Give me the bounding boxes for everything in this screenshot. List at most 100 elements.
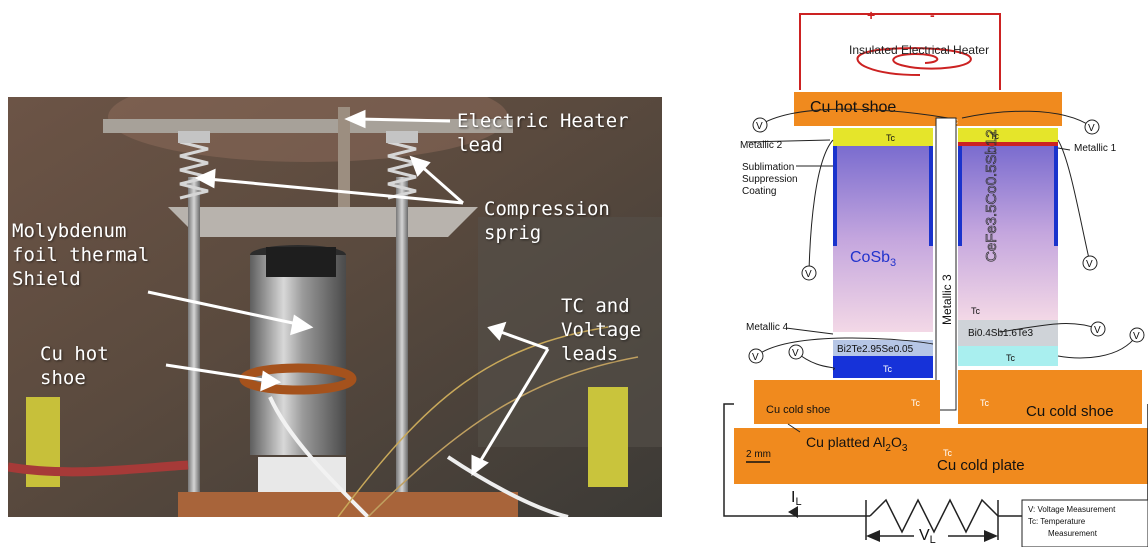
cosb3-leg (833, 146, 933, 332)
arrow-shield-head (290, 314, 314, 336)
copper-ring (239, 363, 357, 395)
metallic-1-strip (958, 142, 1058, 146)
voltage-probe-label: V (1088, 123, 1095, 134)
bite-leg (833, 340, 933, 356)
metallic-1-tc: Tc (990, 131, 1000, 141)
thin-wire-1 (337, 326, 609, 517)
voltage-probe-icon (1084, 119, 1100, 135)
bite-label: Bi2Te2.95Se0.05 (837, 344, 914, 355)
arrow-leads-2 (476, 348, 550, 466)
metallic-4-pad (833, 356, 933, 378)
arrow-spring-left-head (194, 168, 216, 189)
heater-coil (856, 47, 972, 76)
thermal-shield (250, 255, 346, 455)
wire-v-left-mid (808, 139, 834, 274)
voltage-probes: V V V V V V V V (748, 117, 1145, 364)
metallic-2-label: Metallic 2 (740, 140, 783, 151)
white-wire-2 (446, 455, 569, 517)
metallic-1-pad (958, 128, 1058, 142)
il-label: IL (791, 489, 802, 508)
coating-left-a (833, 146, 837, 246)
heater-minus: - (930, 7, 935, 23)
cefe-label: CeFe3.5Co0.5Sb12 (983, 129, 1000, 262)
cold-plate-tc: Tc (943, 448, 953, 458)
bisbte-tc: Tc (971, 306, 981, 316)
metallic-4-tc: Tc (883, 364, 893, 374)
voltage-probe-icon (801, 265, 817, 281)
metallic-2-tc: Tc (886, 133, 896, 143)
metallic-4-label: Metallic 4 (746, 322, 789, 333)
cold-shoe-right (958, 370, 1142, 424)
heater-label: Insulated Electrical Heater (849, 43, 989, 57)
arrow-leads-1 (497, 329, 549, 351)
coating-left-b (929, 146, 933, 246)
label-compression-spring: Compression sprig (484, 198, 610, 244)
label-electric-heater-lead: Electric Heater lead (457, 110, 629, 156)
sublimation-label-1: Sublimation (742, 162, 794, 173)
voltage-probe-icon (788, 344, 804, 360)
background-blur (478, 217, 662, 447)
voltage-probe-label: V (1133, 331, 1140, 342)
red-wire (8, 460, 189, 477)
arrow-shoe (165, 363, 271, 383)
wire-v-tr (961, 110, 1093, 128)
label-cu-hot-shoe: Cu hot shoe (40, 343, 109, 389)
arrow-shoe-head (260, 370, 282, 392)
photo-arrows (147, 109, 550, 477)
arrow-heater-head (344, 109, 366, 129)
support-plate (168, 207, 478, 237)
cold-shoe-left-tc: Tc (911, 398, 921, 408)
voltage-probe-label: V (792, 348, 799, 359)
cold-pad-right (958, 346, 1058, 366)
metallic-1-label: Metallic 1 (1074, 143, 1117, 154)
left-spring (179, 140, 209, 200)
pointer-platted (787, 423, 801, 433)
pointer-metallic-2 (747, 139, 831, 143)
pointer-metallic-1 (1057, 147, 1071, 151)
legend-voltage: V: Voltage Measurement (1028, 505, 1116, 514)
bisbte-label: Bi0.4Sb1.6Te3 (968, 328, 1033, 339)
heater-plus: + (867, 7, 875, 23)
vl-arrowhead-right (984, 530, 998, 542)
il-arrow (788, 506, 798, 518)
voltage-probe-icon (1082, 255, 1098, 271)
apparatus-photo: Electric Heater lead Compression sprig M… (8, 97, 662, 517)
label-tc-voltage-leads: TC and Voltage leads (561, 295, 642, 365)
metallic-3-bar (935, 117, 957, 411)
left-nut (178, 131, 210, 143)
sublimation-label-2: Suppression (742, 174, 798, 185)
coating-right-b (1054, 146, 1058, 246)
top-bracket (103, 119, 513, 133)
arrow-leads-2-head (471, 454, 489, 477)
right-nut (386, 131, 418, 143)
heater-circuit (799, 13, 1001, 90)
cold-pad-right-tc: Tc (1006, 353, 1016, 363)
voltage-probe-icon (1090, 321, 1106, 337)
right-rod (396, 177, 408, 507)
sublimation-label-3: Coating (742, 186, 776, 197)
voltage-probe-label: V (1094, 325, 1101, 336)
photo-scene (8, 97, 662, 517)
cold-shoe-right-tc: Tc (980, 398, 990, 408)
arrow-spring-right (419, 163, 464, 205)
cold-shoe-left-label: Cu cold shoe (766, 404, 830, 416)
wire-v-right-mid (1057, 139, 1091, 264)
cold-shoe-left (754, 380, 940, 424)
arrow-heater (355, 117, 451, 123)
arrow-leads-1-head (487, 321, 507, 341)
white-wire (268, 396, 370, 517)
cold-plate (734, 428, 1148, 484)
voltage-probe-label: V (756, 121, 763, 132)
diagram-svg: + - Insulated Electrical Heater Cu hot s… (723, 7, 1148, 547)
cold-plate-label: Cu cold plate (937, 457, 1025, 474)
vl-label: VL (919, 527, 936, 546)
voltage-probe-label: V (752, 352, 759, 363)
coating-right-a (958, 146, 962, 246)
cefe-leg (958, 146, 1058, 320)
hot-shoe-label: Cu hot shoe (810, 99, 896, 116)
legend-box (1021, 499, 1148, 547)
left-rod (188, 177, 200, 507)
voltage-probe-label: V (1086, 259, 1093, 270)
wire-v-right-low (999, 323, 1099, 333)
platted-label: Cu platted Al2O3 (806, 434, 908, 454)
